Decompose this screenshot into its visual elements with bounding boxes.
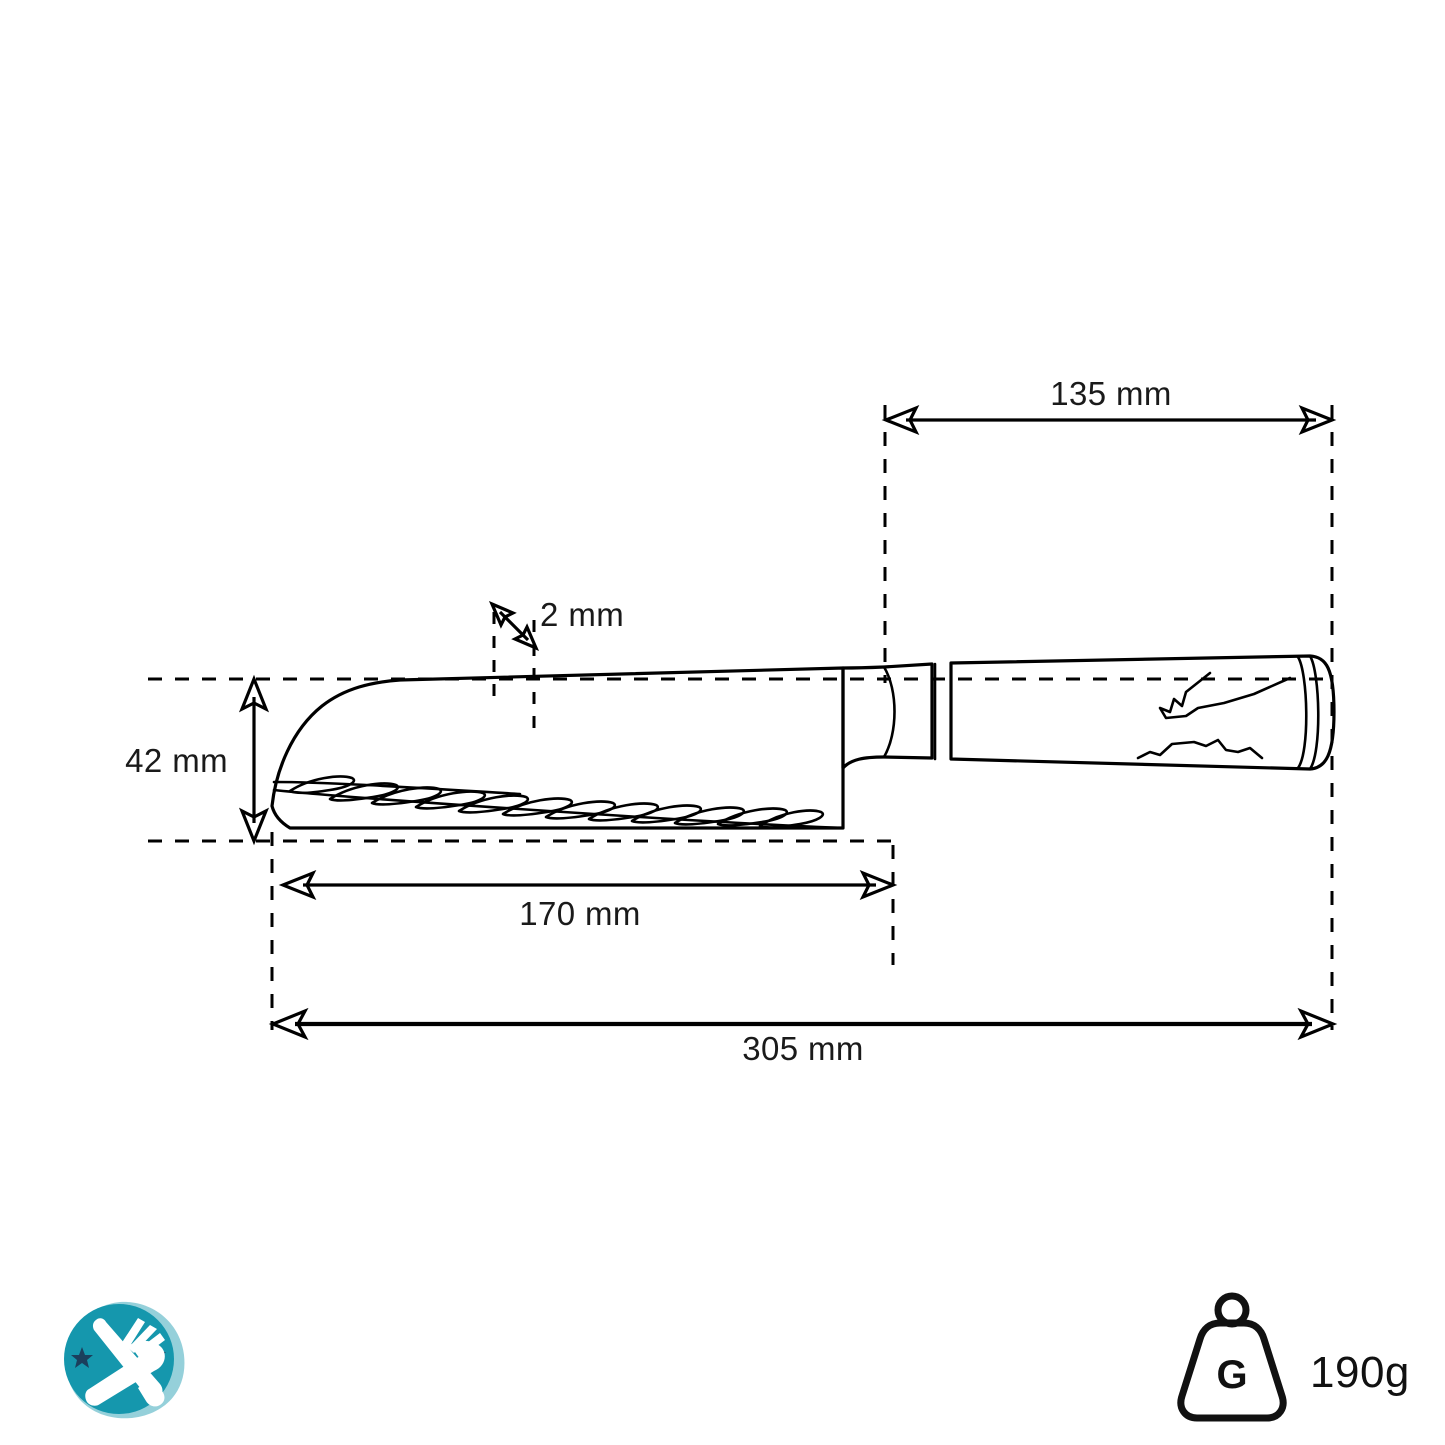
blade-outline [270,666,845,830]
knife-drawing [270,654,1336,830]
dimension-42mm-arrow-top [238,674,270,713]
dimension-170mm: 170 mm [278,869,898,932]
handle-marble-pattern [1136,671,1292,760]
cutlery-badge [64,1301,185,1419]
bolster-outline [841,662,934,770]
dimension-2mm-label: 2 mm [540,596,624,633]
dimension-42mm: 42 mm [125,674,270,846]
handle-outline [949,654,1336,771]
weight-indicator: G 190g [1177,1292,1410,1422]
dimension-135mm: 135 mm [881,375,1337,436]
badge-knife-icon [92,1318,165,1407]
weight-icon-letter: G [1216,1353,1247,1397]
dimension-135mm-arrow-left [881,404,920,436]
dimension-305mm-arrow-right [1297,1007,1338,1041]
dimension-135mm-label: 135 mm [1050,375,1172,412]
weight-icon-body [1177,1319,1287,1422]
dimension-305mm: 305 mm [268,1007,1338,1067]
dimension-2mm-arrow-upper [488,600,517,629]
dimension-170mm-arrow-left [278,869,317,901]
handle-endcap-line-2 [1296,655,1308,770]
guide-lines [148,405,1334,1030]
badge-fork-icon [85,1318,165,1406]
dimension-42mm-label: 42 mm [125,742,228,779]
bolster-curve-line [882,665,896,759]
dimension-305mm-label: 305 mm [742,1030,864,1067]
dimension-2mm: 2 mm [488,596,624,652]
dimension-135mm-arrow-right [1298,404,1337,436]
weight-icon-ring [1214,1292,1250,1328]
dimension-170mm-label: 170 mm [519,895,641,932]
dimension-305mm-arrow-left [268,1007,309,1041]
dimension-170mm-arrow-right [859,869,898,901]
dimension-2mm-arrow-lower [511,623,540,652]
badge-star-left [71,1347,93,1368]
handle-endcap-line [1308,654,1320,771]
dimension-42mm-arrow-bottom [238,807,270,846]
weight-label: 190g [1310,1348,1410,1397]
granton-scallops [288,775,825,829]
